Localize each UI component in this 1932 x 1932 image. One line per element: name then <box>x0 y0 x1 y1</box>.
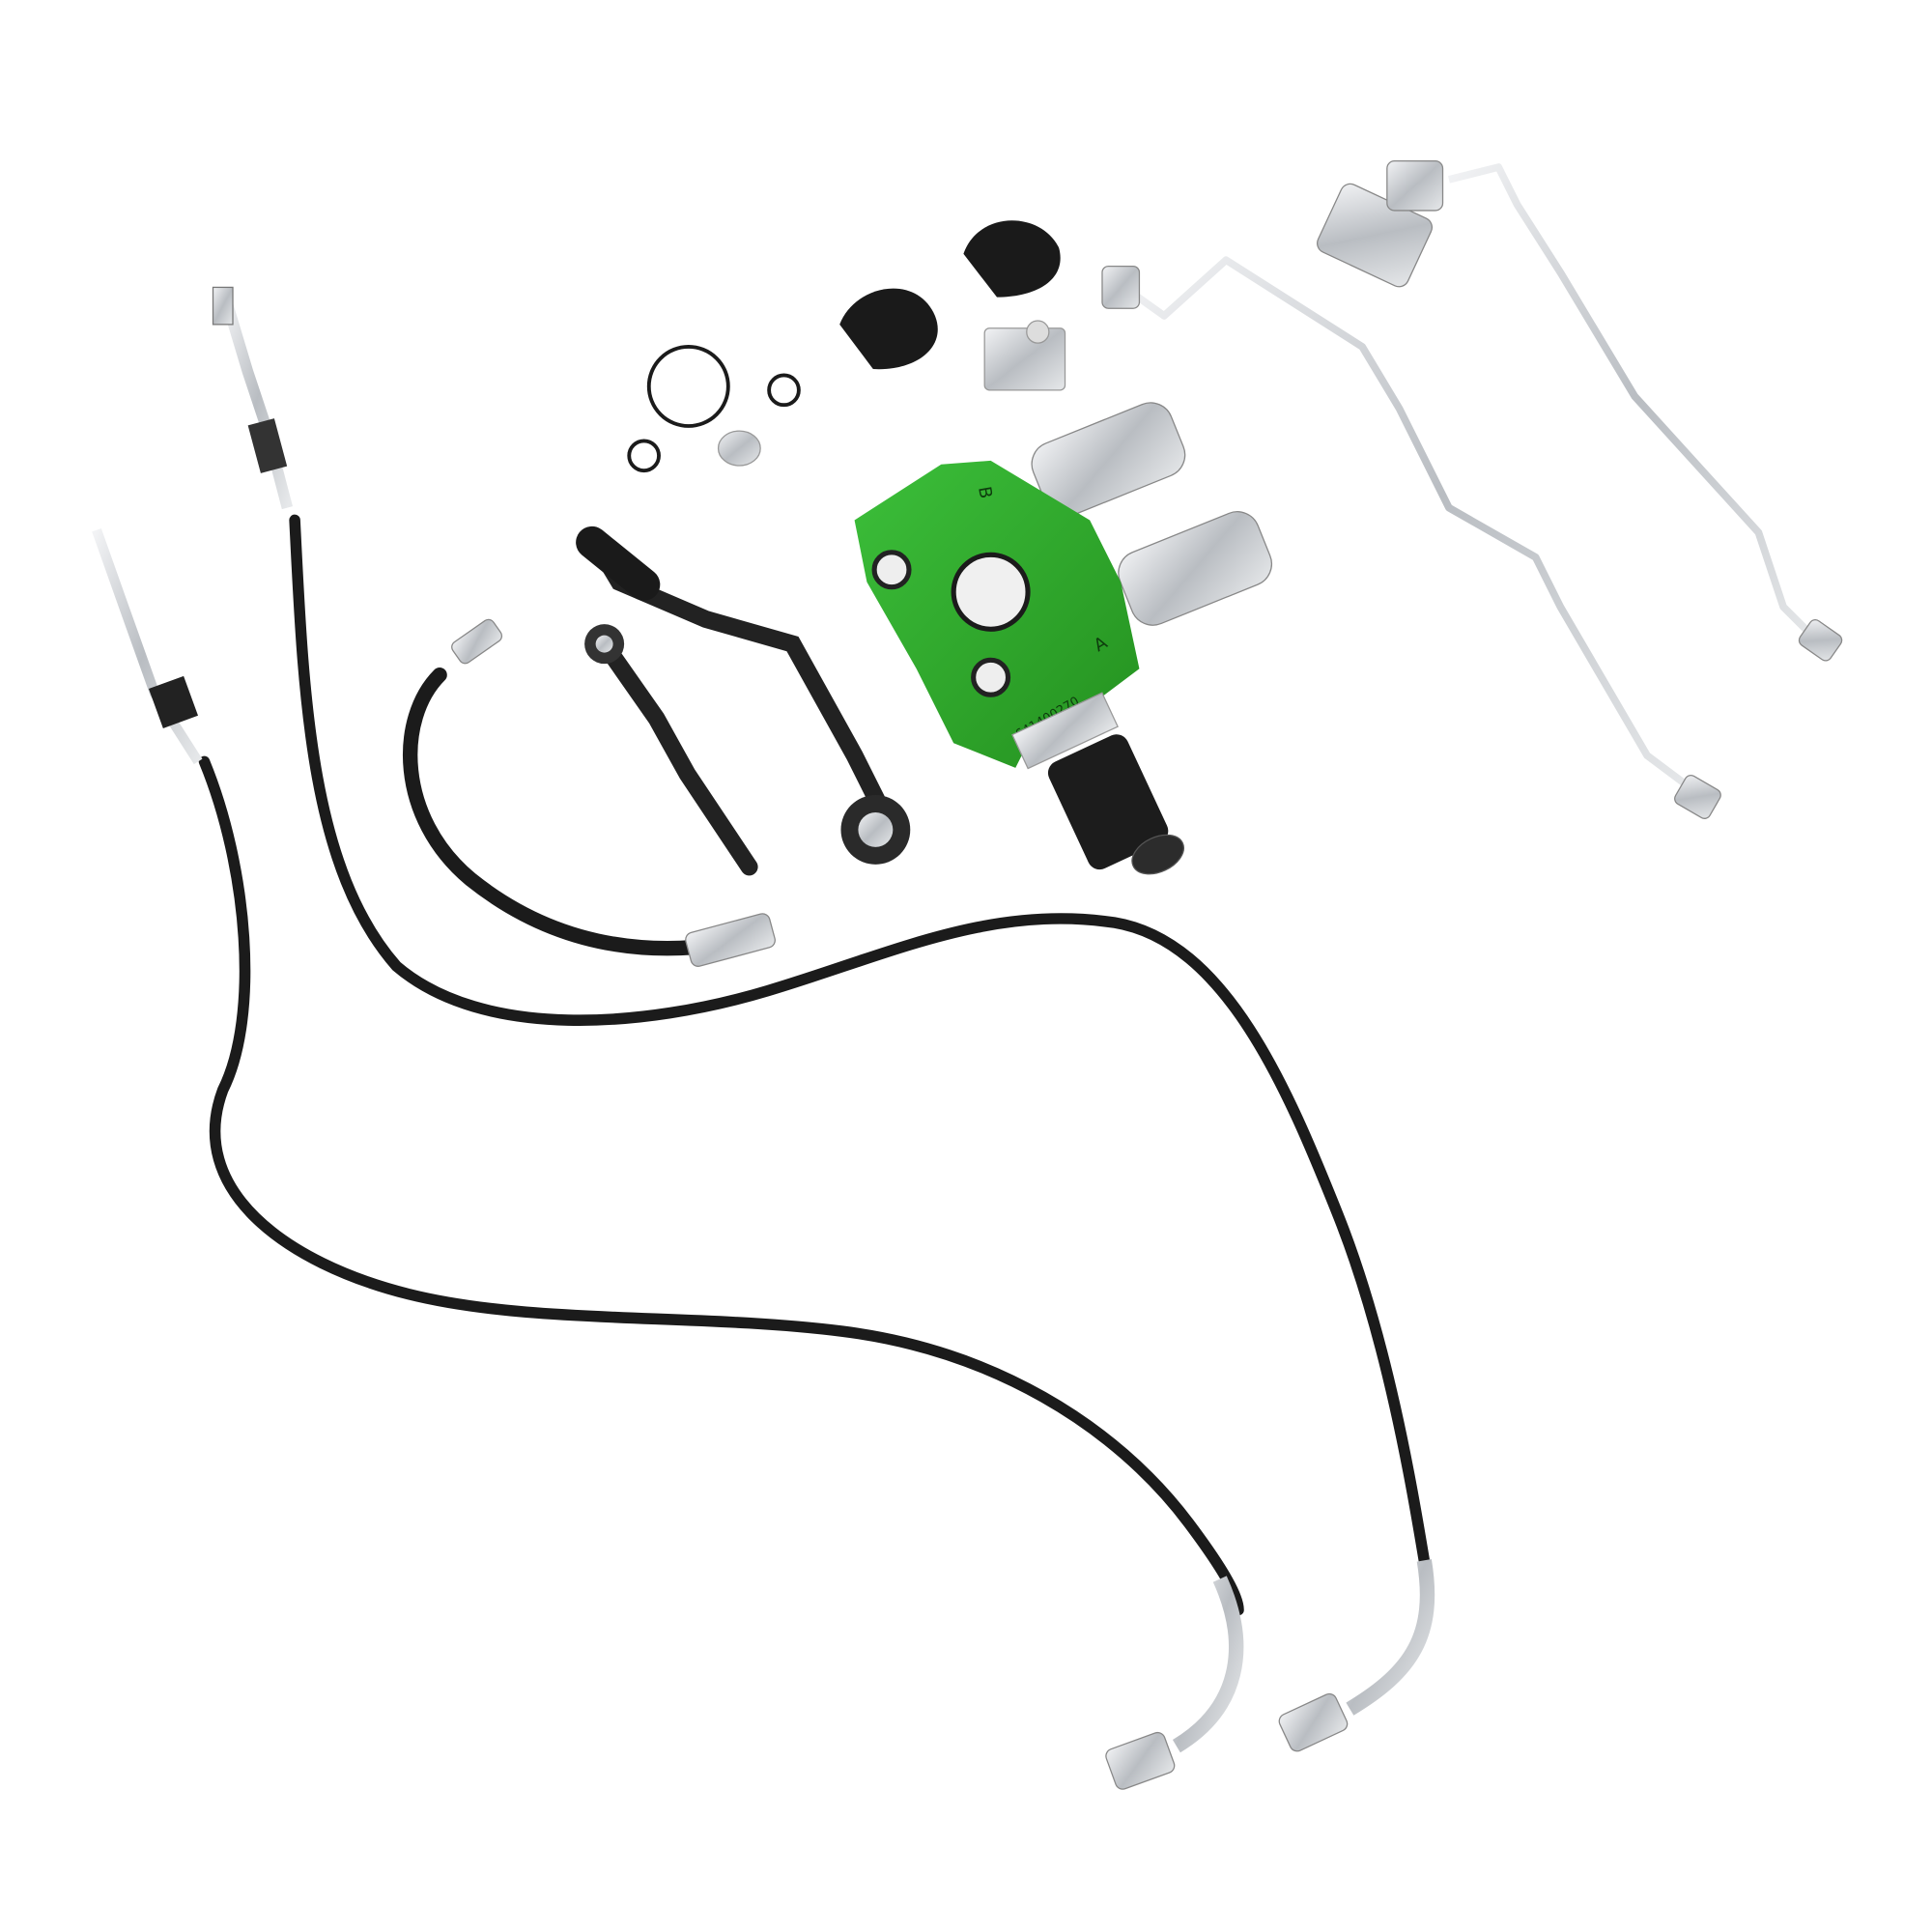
control-cable-2 <box>198 755 1244 1616</box>
cable-2-rod-end <box>92 527 203 765</box>
valve-spool-port <box>951 552 1031 632</box>
cable-1-clevis <box>212 286 234 326</box>
tube-nut <box>1798 619 1843 662</box>
cable-2-clip <box>148 675 199 728</box>
cable-1-fitting <box>1278 1692 1349 1752</box>
solenoid-coil <box>1047 734 1169 870</box>
cable-1-clip <box>247 418 288 473</box>
o-ring-large <box>646 345 730 428</box>
cable-1-steel-end <box>1346 1559 1435 1716</box>
dust-cap <box>839 288 938 370</box>
lever-grip <box>576 526 661 601</box>
cable-2-steel-end <box>1172 1576 1244 1753</box>
linkage-arm <box>595 635 758 876</box>
solenoid-mount <box>1011 692 1119 770</box>
hose-fitting-top <box>451 618 503 665</box>
tube-nut <box>1386 160 1444 212</box>
washer <box>717 430 761 467</box>
port-b-label: B <box>974 485 996 500</box>
tube-nut <box>1674 774 1721 819</box>
dust-cap <box>963 220 1061 298</box>
cable-1-rod-end <box>219 296 294 510</box>
tube-nut <box>1101 265 1141 309</box>
steel-tube-2 <box>1448 163 1824 647</box>
clamp-block <box>983 327 1066 391</box>
o-ring-small <box>627 439 661 473</box>
steel-tube-1 <box>1118 256 1699 796</box>
quick-coupler-b <box>1031 402 1186 517</box>
cable-2-fitting <box>1105 1731 1176 1790</box>
quick-coupler-a <box>1118 511 1273 626</box>
hose-fitting-bottom <box>685 913 776 967</box>
hydraulic-hose <box>403 667 701 956</box>
control-cable-1 <box>289 514 1431 1567</box>
o-ring-small <box>767 373 801 408</box>
